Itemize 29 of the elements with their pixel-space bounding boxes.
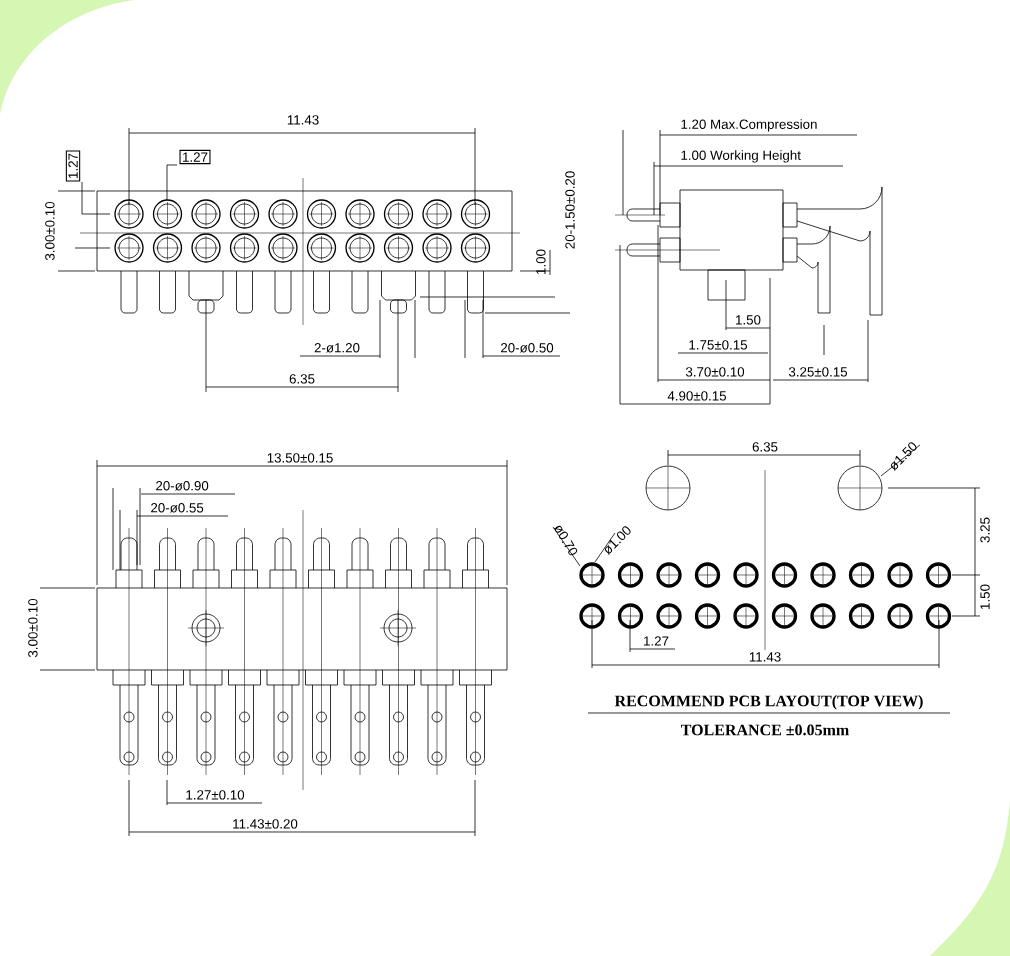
dimension-label: 11.43 bbox=[749, 652, 781, 662]
dimension-label: 6.35 bbox=[289, 374, 315, 384]
dimension-label: 3.00±0.10 bbox=[28, 598, 38, 658]
dimension-label: 11.43 bbox=[287, 115, 319, 125]
dimension-label: 1.50 bbox=[736, 315, 761, 325]
dimension-label: 1.00 bbox=[536, 249, 546, 274]
dimension-label: 20-ø0.55 bbox=[151, 503, 204, 513]
dimension-label: 20-ø0.90 bbox=[156, 481, 209, 491]
dimension-label: 11.43±0.20 bbox=[233, 819, 298, 829]
dimension-label: 13.50±0.15 bbox=[267, 453, 333, 463]
dimension-label: 1.27±0.10 bbox=[186, 790, 245, 800]
dimension-label: 3.25±0.15 bbox=[788, 367, 848, 377]
dimension-label: 6.35 bbox=[752, 442, 778, 452]
dimension-label: 1.75±0.15 bbox=[689, 340, 748, 350]
dimension-label: 1.27 bbox=[179, 149, 211, 165]
dimension-label: 20-1.50±0.20 bbox=[565, 171, 575, 249]
dimension-label: 1.20 Max.Compression bbox=[681, 119, 817, 132]
dimension-label: 1.00 Working Height bbox=[681, 150, 801, 163]
dimension-label: 3.70±0.10 bbox=[685, 367, 745, 377]
dimension-label: 1.27 bbox=[644, 636, 669, 646]
layout-title: RECOMMEND PCB LAYOUT(TOP VIEW) bbox=[614, 695, 923, 710]
dimension-label: 3.25 bbox=[980, 517, 990, 543]
dimension-label: 2-ø1.20 bbox=[314, 343, 360, 353]
dimension-label: 1.50 bbox=[980, 584, 990, 609]
dimension-label: 1.27 bbox=[65, 150, 81, 182]
dimension-label: 4.90±0.15 bbox=[667, 391, 727, 401]
tolerance-note: TOLERANCE ±0.05mm bbox=[681, 724, 849, 736]
dimension-label: 20-ø0.50 bbox=[501, 343, 554, 353]
dimension-label: 3.00±0.10 bbox=[45, 201, 55, 261]
